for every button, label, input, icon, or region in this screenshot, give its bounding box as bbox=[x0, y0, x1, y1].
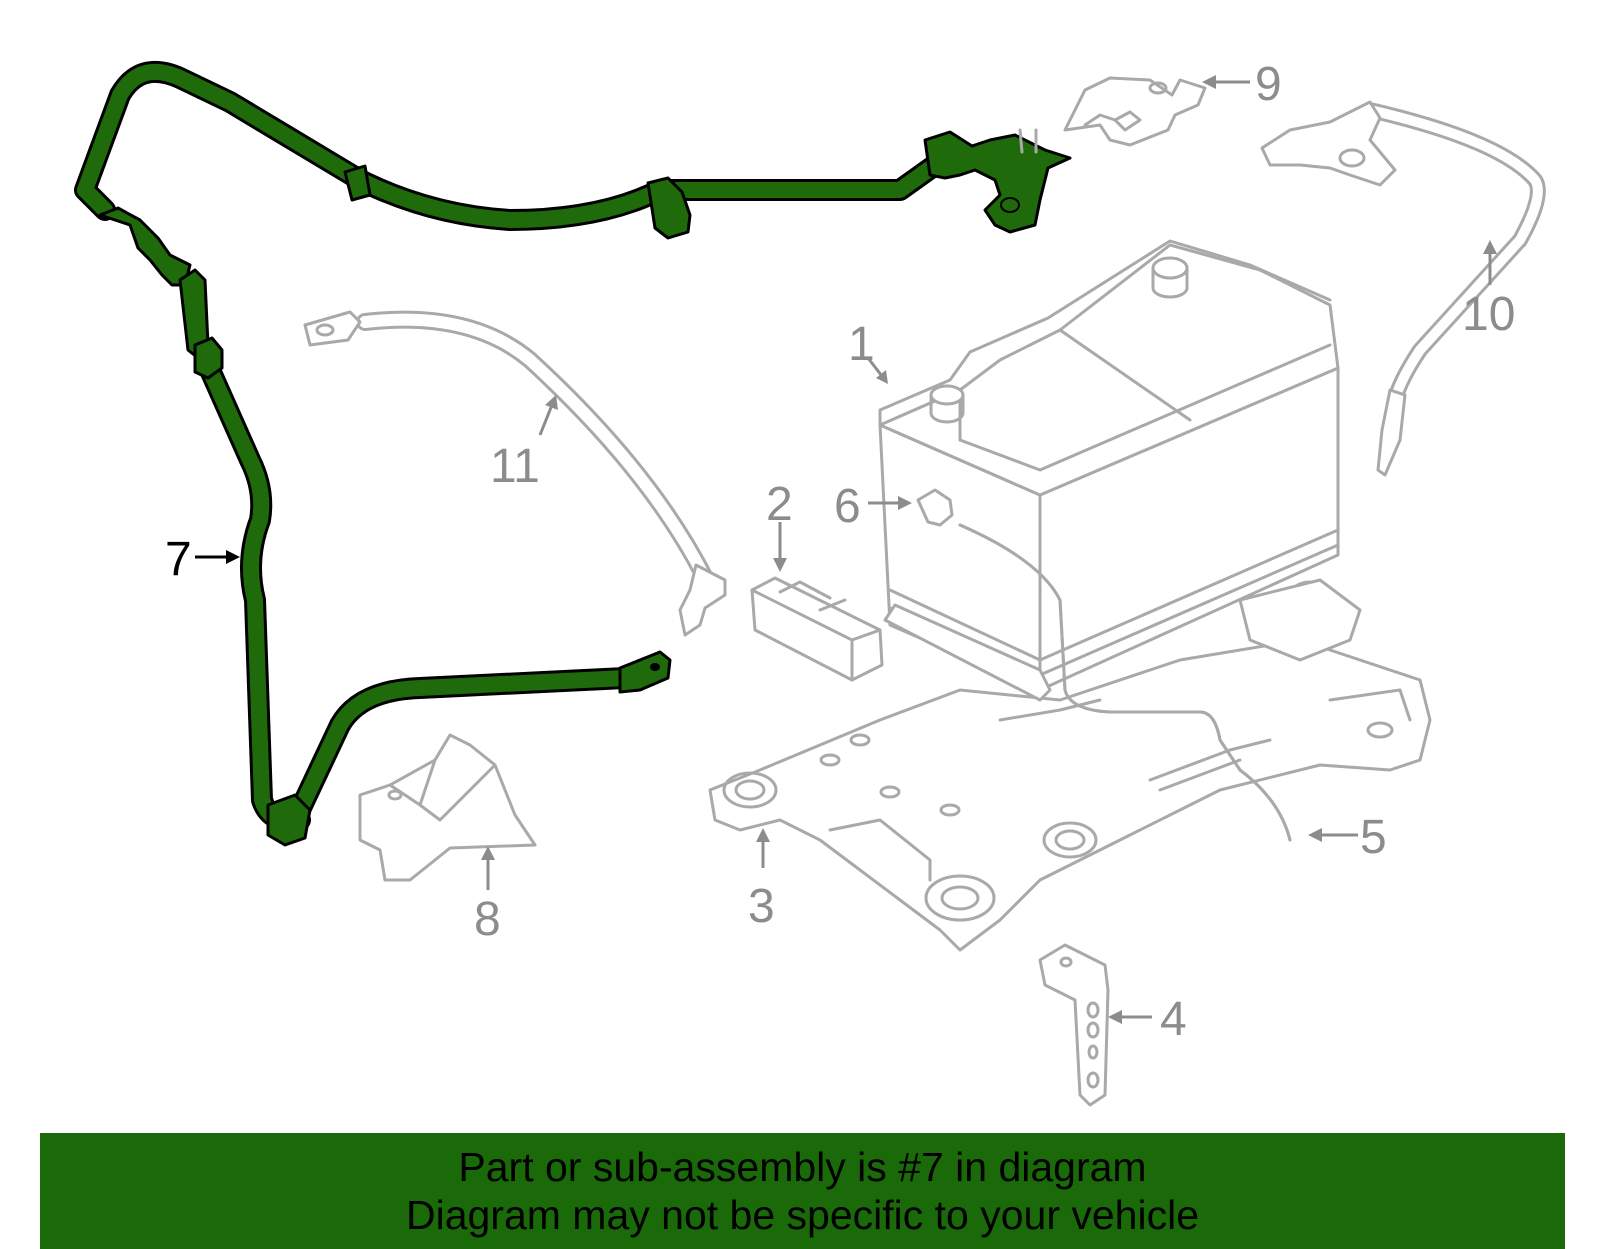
callout-1: 1 bbox=[848, 318, 875, 371]
part-6-vent-elbow[interactable] bbox=[916, 488, 954, 527]
part-4-bracket[interactable] bbox=[1038, 943, 1110, 1107]
part-2-hold-down-clamp[interactable] bbox=[750, 576, 884, 682]
banner-line-2: Diagram may not be specific to your vehi… bbox=[405, 1192, 1199, 1238]
callout-9: 9 bbox=[1255, 58, 1282, 111]
part-10-cable[interactable] bbox=[1260, 100, 1546, 477]
callout-8: 8 bbox=[474, 893, 501, 946]
part-5-vent-hose[interactable] bbox=[958, 523, 1292, 842]
callout-5: 5 bbox=[1360, 811, 1387, 864]
leader-lines bbox=[195, 75, 1497, 1024]
callout-3: 3 bbox=[748, 880, 775, 933]
callout-7: 7 bbox=[165, 533, 192, 586]
part-9-terminal-clamp[interactable] bbox=[1063, 76, 1207, 147]
info-banner: Part or sub-assembly is #7 in diagram Di… bbox=[40, 1133, 1565, 1249]
callout-11: 11 bbox=[490, 440, 540, 493]
banner-line-1: Part or sub-assembly is #7 in diagram bbox=[458, 1144, 1147, 1190]
callout-6: 6 bbox=[834, 480, 861, 533]
part-1-battery[interactable] bbox=[878, 239, 1340, 702]
part-7-battery-cable-highlighted[interactable] bbox=[74, 60, 1072, 847]
part-3-battery-tray[interactable] bbox=[708, 578, 1432, 952]
callout-4: 4 bbox=[1160, 993, 1187, 1046]
callout-labels: 1 2 3 4 5 6 7 8 9 10 11 bbox=[165, 58, 1515, 1046]
part-11-cable[interactable] bbox=[303, 310, 727, 637]
callout-10: 10 bbox=[1462, 288, 1515, 341]
part-8-cover[interactable] bbox=[358, 733, 537, 882]
callout-2: 2 bbox=[766, 478, 793, 531]
